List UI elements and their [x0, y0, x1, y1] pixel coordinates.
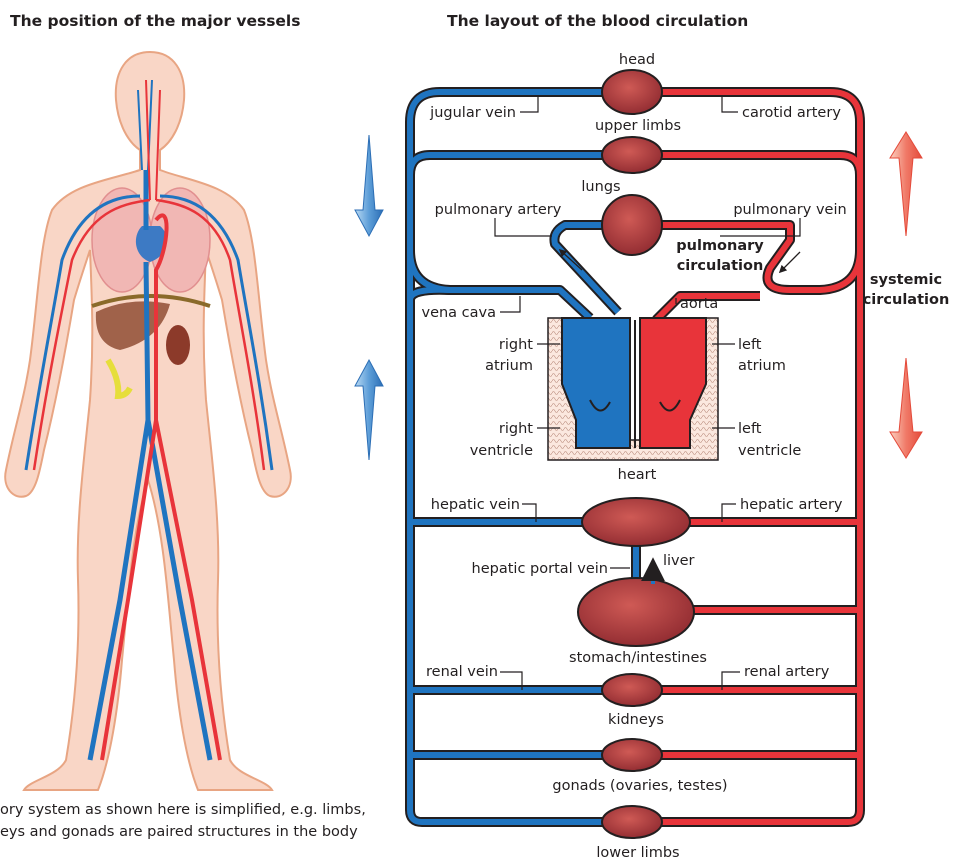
label-left-ventricle-1: left — [738, 421, 762, 437]
vein-up-arrow-lower — [355, 360, 383, 460]
organ-lower-limbs — [602, 806, 662, 838]
label-left-ventricle-2: ventricle — [738, 443, 801, 459]
label-gonads: gonads (ovaries, testes) — [552, 778, 727, 794]
organ-kidneys — [602, 674, 662, 706]
label-heart: heart — [618, 467, 657, 483]
label-kidneys: kidneys — [608, 712, 664, 728]
label-lungs: lungs — [581, 179, 620, 195]
heart-diagram — [548, 318, 718, 460]
organ-head — [602, 70, 662, 114]
label-hepatic-artery: hepatic artery — [740, 497, 843, 513]
label-liver: liver — [663, 553, 695, 569]
label-jugular-vein: jugular vein — [429, 105, 516, 121]
label-left-atrium-1: left — [738, 337, 762, 353]
label-lower-limbs: lower limbs — [596, 845, 679, 861]
organ-gonads — [602, 739, 662, 771]
artery-up-arrow-upper — [890, 132, 922, 236]
upper-limb-artery-line — [640, 155, 860, 175]
artery-down-arrow-lower — [890, 358, 922, 458]
human-body-figure — [5, 52, 291, 790]
organ-lungs — [602, 195, 662, 255]
label-systemic-circulation-1: systemic — [870, 272, 942, 288]
label-systemic-circulation-2: circulation — [863, 292, 950, 308]
organ-upper-limbs — [602, 137, 662, 173]
label-pulmonary-circulation-2: circulation — [677, 258, 764, 274]
label-hepatic-portal-vein: hepatic portal vein — [472, 561, 608, 577]
kidney — [166, 325, 190, 365]
label-right-atrium-1: right — [499, 337, 533, 353]
upper-limb-vein-line — [410, 155, 625, 175]
label-stomach: stomach/intestines — [569, 650, 707, 666]
label-upper-limbs: upper limbs — [595, 118, 681, 134]
label-right-ventricle-2: ventricle — [470, 443, 533, 459]
label-aorta: aorta — [680, 296, 718, 312]
vein-down-arrow-upper — [355, 135, 383, 236]
circulation-schematic: head jugular vein carotid artery upper l… — [410, 52, 949, 861]
label-right-atrium-2: atrium — [485, 358, 533, 374]
label-hepatic-vein: hepatic vein — [431, 497, 520, 513]
organ-stomach — [578, 578, 694, 646]
label-renal-artery: renal artery — [744, 664, 830, 680]
organ-liver — [582, 498, 690, 546]
label-carotid-artery: carotid artery — [742, 105, 841, 121]
label-head: head — [619, 52, 655, 68]
label-pulmonary-circulation-1: pulmonary — [676, 238, 764, 254]
label-pulmonary-artery: pulmonary artery — [435, 202, 562, 218]
label-right-ventricle-1: right — [499, 421, 533, 437]
label-renal-vein: renal vein — [426, 664, 498, 680]
label-vena-cava: vena cava — [421, 305, 496, 321]
label-pulmonary-vein: pulmonary vein — [733, 202, 846, 218]
label-left-atrium-2: atrium — [738, 358, 786, 374]
